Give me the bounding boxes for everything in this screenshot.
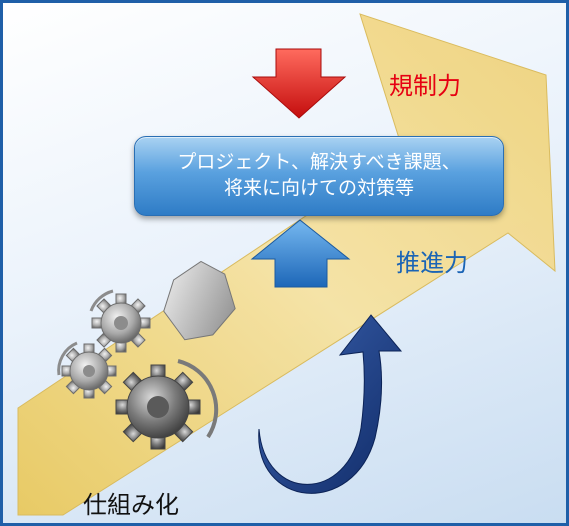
gear-icon	[89, 289, 151, 353]
gray-arrow-icon	[163, 260, 236, 341]
systemize-label: 仕組み化	[83, 491, 179, 519]
gear-icon	[115, 359, 219, 450]
promotion-label: 推進力	[396, 249, 468, 277]
gear-icon	[57, 341, 117, 399]
center-box: プロジェクト、解決すべき課題、 将来に向けての対策等	[134, 136, 504, 216]
curved-arrow-icon	[258, 314, 403, 494]
up-arrow-icon	[250, 219, 351, 288]
center-box-line1: プロジェクト、解決すべき課題、	[177, 151, 461, 174]
restraint-label: 規制力	[389, 72, 461, 100]
down-arrow-icon	[251, 48, 347, 119]
center-box-line2: 将来に向けての対策等	[223, 177, 414, 199]
diagram-graphics	[17, 13, 556, 516]
